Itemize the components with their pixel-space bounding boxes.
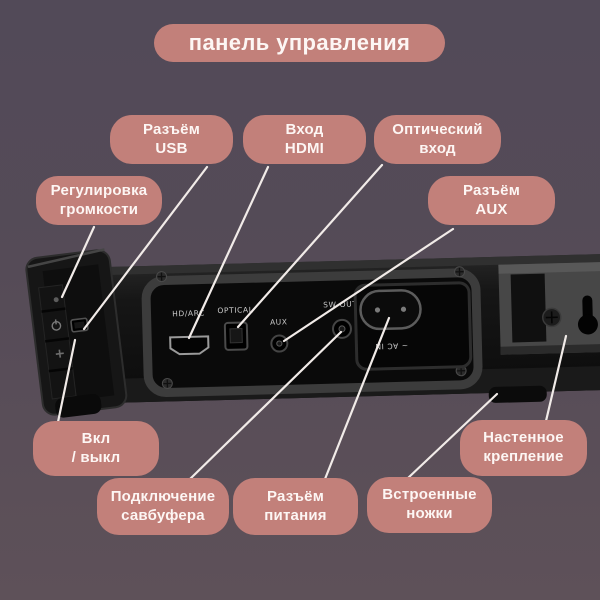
callout-label-power: Вкл / выкл <box>33 421 159 476</box>
callout-label-optical-text: Оптический вход <box>392 120 483 157</box>
callout-label-volume-text: Регулировка громкости <box>50 181 148 218</box>
usb-port <box>70 317 89 333</box>
callout-line-feet <box>406 392 499 480</box>
indicator-dot <box>53 297 59 303</box>
built-in-foot-left <box>55 393 102 418</box>
callout-label-aux-text: Разъём AUX <box>463 181 520 218</box>
ac-in-label: ~ AC IN <box>375 341 409 351</box>
callout-line-wall-mount <box>544 334 568 423</box>
callout-label-hdmi: Вход HDMI <box>243 115 366 164</box>
callout-label-subwoofer-text: Подключение савбуфера <box>110 487 216 524</box>
page-title: панель управления <box>188 30 411 55</box>
mount-bracket <box>510 273 547 343</box>
built-in-foot-right <box>488 385 547 403</box>
callout-label-wall-mount-text: Настенное крепление <box>483 429 564 465</box>
soundbar-left-cap <box>25 248 128 418</box>
title-pill: панель управления <box>154 24 445 62</box>
callout-line-volume <box>60 225 96 299</box>
callout-label-usb: Разъём USB <box>110 115 233 164</box>
hdmi-port <box>169 335 210 356</box>
volume-plus-button <box>55 349 64 358</box>
screws <box>156 266 467 389</box>
callout-label-power-text: Вкл / выкл <box>71 429 121 466</box>
callout-label-power-connector-text: Разъём питания <box>264 487 327 524</box>
callout-label-aux: Разъём AUX <box>428 176 555 225</box>
callout-line-usb <box>82 165 209 331</box>
callout-line-optical <box>236 163 384 329</box>
callout-line-aux <box>282 227 455 343</box>
callout-label-subwoofer: Подключение савбуфера <box>97 478 229 535</box>
callout-label-volume: Регулировка громкости <box>36 176 162 225</box>
callout-label-wall-mount: Настенное крепление <box>460 420 587 476</box>
callout-label-optical: Оптический вход <box>374 115 501 164</box>
wall-mount-section <box>498 261 600 355</box>
soundbar-body: HD/ARC OPTICAL AUX SW-OUT ~ AC IN <box>83 253 600 404</box>
callout-line-power-connector <box>323 316 391 481</box>
callout-lines <box>56 163 568 481</box>
callout-line-hdmi <box>187 165 270 340</box>
optical-port-label: OPTICAL <box>217 305 253 315</box>
callout-line-subwoofer <box>188 330 343 481</box>
callout-label-power-connector: Разъём питания <box>233 478 358 535</box>
aux-port-label: AUX <box>270 317 288 326</box>
hdmi-port-label: HD/ARC <box>172 308 205 318</box>
callout-label-usb-text: Разъём USB <box>143 120 200 157</box>
callout-label-hdmi-text: Вход HDMI <box>284 120 325 157</box>
wall-mount-keyhole <box>577 295 598 335</box>
callout-label-feet: Встроенные ножки <box>367 477 492 533</box>
ac-in-port: ~ AC IN <box>353 281 473 371</box>
callout-line-power <box>56 338 77 424</box>
power-button <box>51 319 62 331</box>
callout-label-feet-text: Встроенные ножки <box>382 486 477 522</box>
